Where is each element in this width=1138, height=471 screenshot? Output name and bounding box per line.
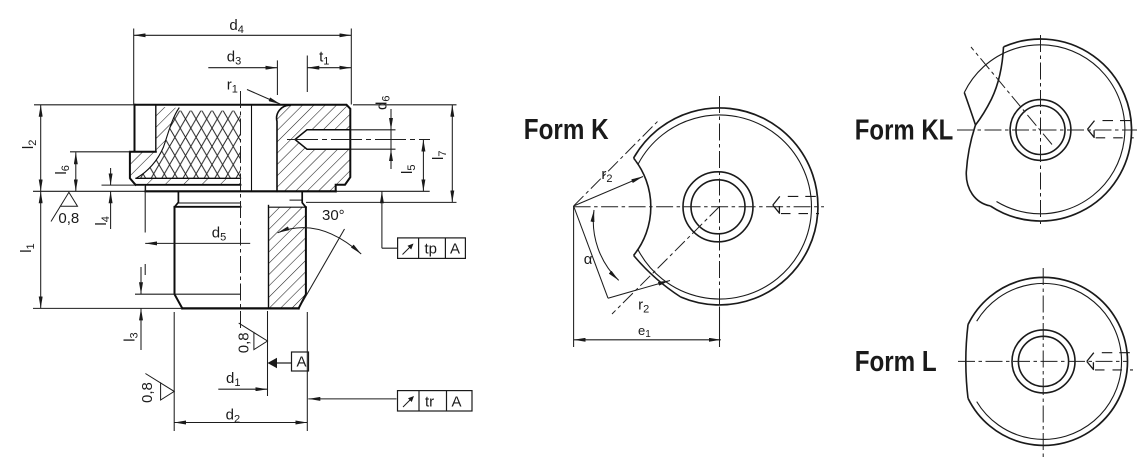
svg-text:tp: tp: [425, 241, 438, 258]
svg-text:0,8: 0,8: [235, 332, 252, 353]
svg-text:l4: l4: [93, 216, 112, 225]
svg-text:r1: r1: [227, 76, 238, 95]
svg-text:l2: l2: [20, 140, 39, 149]
svg-text:tr: tr: [425, 393, 434, 410]
svg-text:r2: r2: [601, 166, 612, 185]
svg-text:α: α: [584, 251, 593, 268]
svg-text:l3: l3: [122, 332, 141, 341]
svg-text:t1: t1: [319, 49, 329, 68]
svg-text:Form KL: Form KL: [855, 115, 954, 147]
svg-text:A: A: [452, 393, 462, 410]
svg-text:30°: 30°: [322, 207, 345, 224]
svg-text:0,8: 0,8: [139, 382, 156, 403]
svg-text:Form K: Form K: [524, 114, 609, 146]
svg-text:A: A: [297, 354, 307, 371]
svg-text:l6: l6: [53, 165, 72, 174]
svg-text:l1: l1: [18, 243, 37, 252]
svg-text:Form L: Form L: [855, 346, 937, 378]
svg-text:l5: l5: [399, 165, 418, 174]
svg-text:l7: l7: [430, 151, 449, 160]
svg-text:A: A: [450, 241, 460, 258]
svg-text:r2: r2: [638, 297, 649, 316]
svg-text:0,8: 0,8: [58, 210, 79, 227]
